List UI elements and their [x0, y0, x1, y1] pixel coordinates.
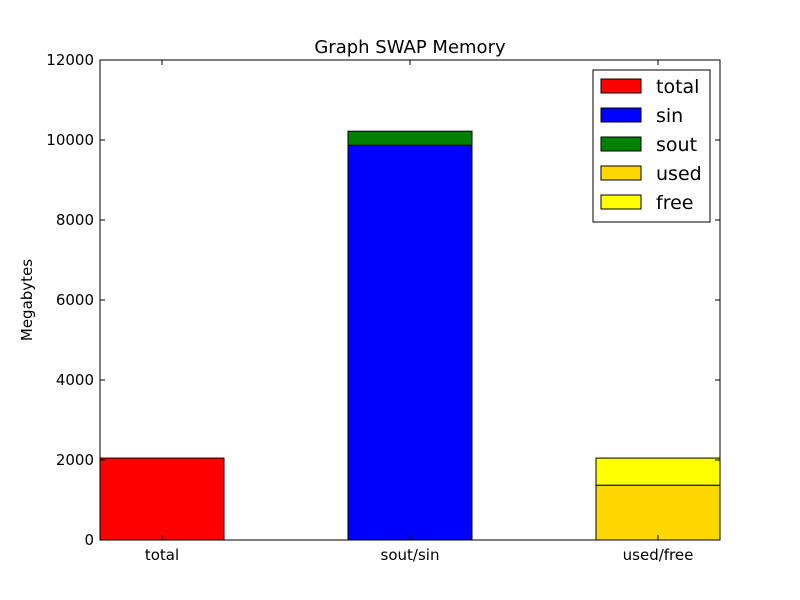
legend-label-free: free — [656, 192, 693, 214]
x-tick-label: total — [145, 546, 179, 564]
legend-swatch-used — [600, 165, 642, 181]
y-tick-label: 8000 — [56, 211, 94, 229]
chart-title: Graph SWAP Memory — [314, 37, 506, 58]
legend-label-sout: sout — [656, 134, 697, 156]
legend-swatch-free — [600, 194, 642, 210]
legend-swatch-sin — [600, 107, 642, 123]
bar-total — [99, 457, 225, 541]
axis-ticks-group: 0 2000 4000 6000 8000 10000 12000 total sout/sin… — [46, 51, 720, 564]
bars-group — [99, 130, 721, 541]
y-tick-label: 2000 — [56, 451, 94, 469]
x-tick-label: sout/sin — [381, 546, 440, 564]
y-tick-label: 6000 — [56, 291, 94, 309]
legend-swatch-sout — [600, 136, 642, 152]
bar-sout — [347, 130, 473, 146]
x-tick-label: used/free — [623, 546, 694, 564]
legend-swatch-total — [600, 78, 642, 94]
legend-label-sin: sin — [656, 105, 683, 127]
y-tick-label: 10000 — [46, 131, 94, 149]
bar-free — [595, 457, 721, 486]
legend: total sin sout used free — [592, 69, 711, 223]
y-tick-label: 4000 — [56, 371, 94, 389]
bar-used — [595, 484, 721, 541]
y-axis-label: Megabytes — [18, 259, 36, 341]
legend-label-used: used — [656, 163, 702, 185]
y-tick-label: 0 — [84, 531, 94, 549]
legend-label-total: total — [656, 76, 699, 98]
y-tick-label: 12000 — [46, 51, 94, 69]
bar-sin — [347, 144, 473, 541]
